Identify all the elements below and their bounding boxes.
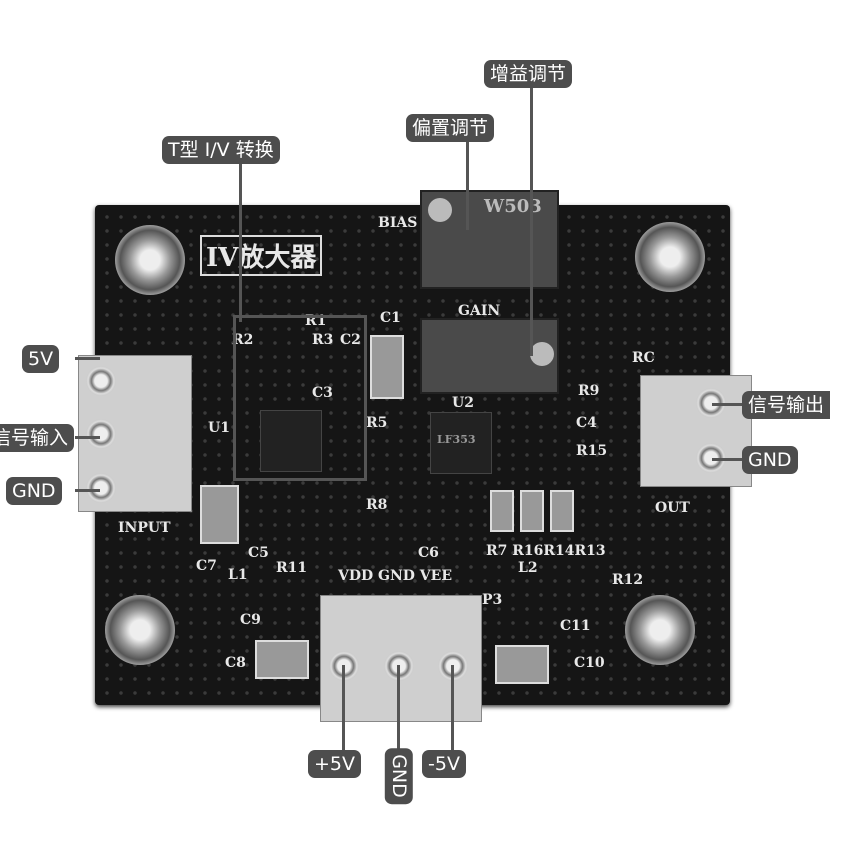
input-terminal-block	[78, 355, 192, 512]
callout-bias-adjust: 偏置调节	[406, 114, 495, 142]
silk-c7: C7	[196, 558, 217, 574]
gain-potentiometer[interactable]	[420, 318, 559, 394]
callout-input-gnd: GND	[6, 477, 62, 505]
callout-power-gnd: GND	[384, 748, 413, 804]
silk-c1: C1	[380, 310, 401, 326]
silk-r12: R12	[612, 572, 644, 588]
adjust-screw-icon	[428, 198, 452, 222]
silk-rc: RC	[632, 350, 655, 366]
silk-r15: R15	[576, 443, 608, 459]
capacitor-c7	[200, 485, 239, 544]
callout-line	[75, 489, 100, 492]
silk-r2: R2	[232, 332, 254, 348]
callout-signal-output: 信号输出	[742, 391, 831, 419]
silk-r9: R9	[578, 383, 600, 399]
terminal-screw-signal-in[interactable]	[86, 419, 116, 449]
mounting-screw	[105, 595, 175, 665]
callout-plus-5v: +5V	[308, 750, 362, 778]
silk-gain: GAIN	[458, 303, 501, 319]
silk-c2: C2	[340, 332, 361, 348]
capacitor-c8	[255, 640, 309, 679]
silk-u2: U2	[452, 395, 474, 411]
chip-u1	[260, 410, 322, 472]
silk-r8: R8	[366, 497, 388, 513]
terminal-screw-gnd[interactable]	[86, 473, 116, 503]
mounting-screw	[635, 222, 705, 292]
callout-line	[239, 162, 242, 322]
tiv-highlight-box	[233, 315, 367, 481]
silk-c9: C9	[240, 612, 261, 628]
callout-line	[75, 436, 100, 439]
silk-power: VDD GND VEE	[338, 568, 452, 584]
silk-c11: C11	[560, 618, 591, 634]
callout-gain-adjust: 增益调节	[484, 60, 573, 88]
board-title: IV放大器	[200, 235, 323, 276]
callout-line	[342, 665, 345, 750]
capacitor-c1	[370, 335, 404, 399]
output-terminal-block	[640, 375, 752, 487]
silk-l1: L1	[228, 567, 248, 583]
silk-c5: C5	[248, 545, 269, 561]
silk-r-row: R7 R16R14R13	[486, 543, 606, 559]
silk-c4: C4	[576, 415, 597, 431]
silk-p3: P3	[482, 592, 503, 608]
silk-c8: C8	[225, 655, 246, 671]
callout-line	[451, 665, 454, 750]
pot-marking: W503	[484, 196, 542, 217]
callout-output-gnd: GND	[742, 446, 798, 474]
callout-line	[75, 357, 100, 360]
callout-line	[712, 403, 742, 406]
chip-u2: LF353	[430, 412, 492, 474]
callout-tiv-convert: T型 I/V 转换	[162, 136, 280, 164]
silk-l2: L2	[518, 560, 538, 576]
silk-r5: R5	[366, 415, 388, 431]
terminal-screw-5v[interactable]	[86, 366, 116, 396]
callout-line	[466, 140, 469, 230]
silk-r11: R11	[276, 560, 308, 576]
callout-minus-5v: -5V	[422, 750, 466, 778]
silk-bias: BIAS	[378, 215, 418, 231]
silk-u1: U1	[208, 420, 230, 436]
mounting-screw	[625, 595, 695, 665]
silk-c3: C3	[312, 385, 333, 401]
callout-5v: 5V	[22, 345, 60, 373]
callout-line	[712, 458, 742, 461]
silk-r3: R3	[312, 332, 334, 348]
callout-line	[397, 665, 400, 750]
resistor	[550, 490, 574, 532]
callout-signal-input: 信号输入	[0, 424, 75, 452]
silk-c10: C10	[574, 655, 605, 671]
silk-c6: C6	[418, 545, 439, 561]
resistor	[490, 490, 514, 532]
mounting-screw	[115, 225, 185, 295]
chip-marking: LF353	[437, 433, 476, 446]
adjust-screw-icon	[530, 342, 554, 366]
resistor	[520, 490, 544, 532]
bias-potentiometer[interactable]: W503	[420, 190, 559, 289]
silk-out: OUT	[655, 500, 690, 516]
callout-line	[530, 86, 533, 356]
capacitor-c10	[495, 645, 549, 684]
silk-input: INPUT	[118, 520, 171, 536]
